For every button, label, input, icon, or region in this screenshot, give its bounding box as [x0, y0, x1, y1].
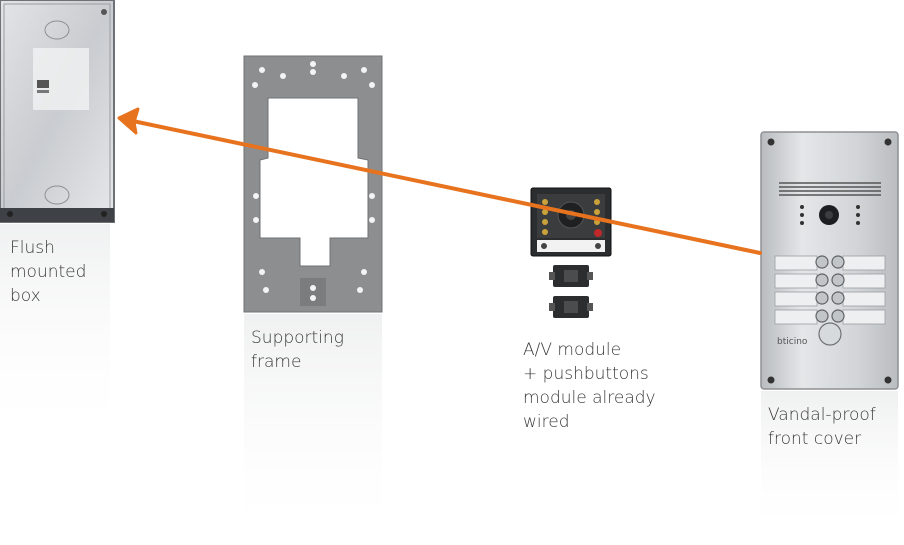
cover-reflection — [761, 391, 898, 541]
flush-box-reflection — [0, 224, 110, 444]
pushbutton-module-2 — [549, 296, 593, 318]
flush-box-label: Flush mounted box — [10, 238, 87, 306]
frame-reflection — [244, 314, 382, 545]
call-button-7 — [815, 309, 829, 323]
call-button-3 — [815, 273, 829, 287]
pushbutton-module-1 — [549, 265, 593, 287]
call-button-4 — [831, 273, 845, 287]
front-cover-label: Vandal-proof front cover — [768, 405, 876, 449]
call-button-6 — [831, 291, 845, 305]
flush-mounted-box — [0, 0, 115, 223]
call-button-8 — [831, 309, 845, 323]
call-button-2 — [831, 255, 845, 269]
front-cover: bticino — [760, 131, 899, 390]
assembly-arrow — [117, 107, 762, 255]
av-module — [530, 187, 612, 257]
av-module-label: A/V module + pushbuttons module already … — [523, 340, 656, 432]
supporting-frame-label: Supporting frame — [251, 328, 344, 372]
supporting-frame — [243, 55, 383, 313]
speaker-grille — [779, 182, 881, 196]
brand-logo: bticino — [777, 337, 808, 347]
call-button-5 — [815, 291, 829, 305]
proximity-reader — [818, 322, 842, 346]
call-button-1 — [815, 255, 829, 269]
